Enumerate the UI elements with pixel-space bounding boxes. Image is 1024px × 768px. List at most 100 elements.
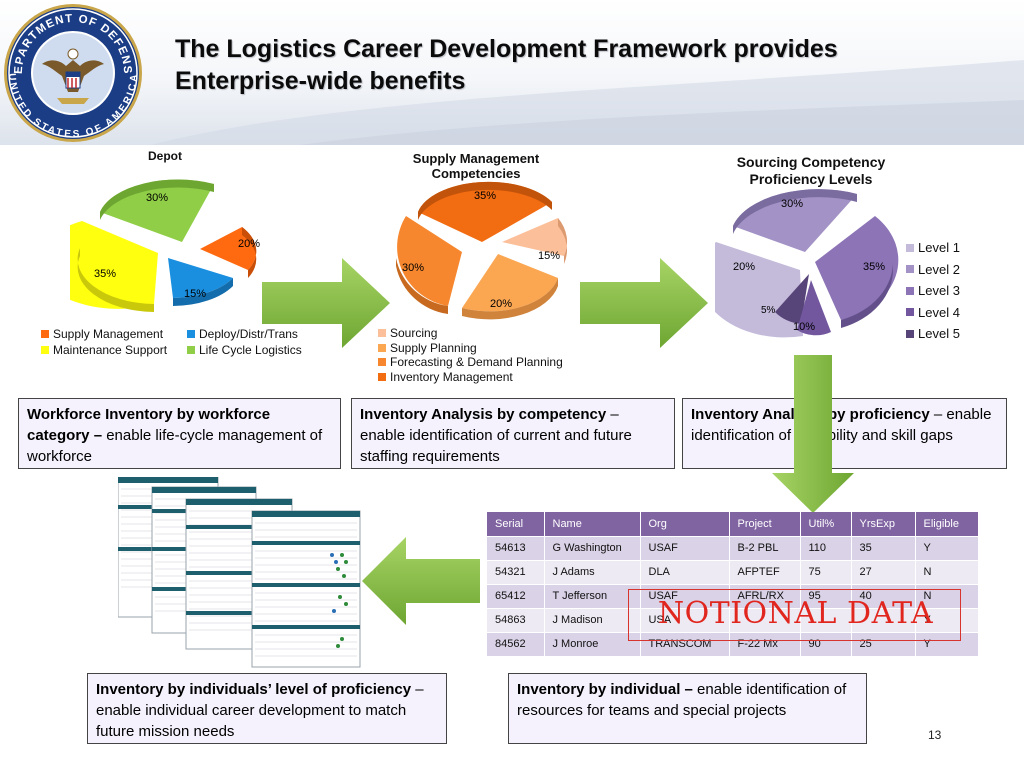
table-row: 65412 T Jefferson USAF AFRL/RX 95 40 N [487, 583, 979, 608]
supply-label-forecasting: 30% [402, 262, 424, 274]
down-arrow [772, 355, 854, 513]
competency-analysis-box: Inventory Analysis by competency – enabl… [351, 398, 675, 469]
supply-legend-item: Supply Planning [378, 341, 563, 356]
table-row: 54321 J Adams DLA AFPTEF 75 27 N [487, 559, 979, 584]
supply-label-sourcing: 15% [538, 250, 560, 262]
right-arrow-2 [580, 258, 708, 348]
sourcing-slice-level-3 [815, 216, 899, 328]
proficiency-report-thumbnails [118, 477, 361, 668]
sourcing-legend-item: Level 1 [906, 237, 960, 259]
sourcing-legend: Level 1 Level 2 Level 3 Level 4 Level 5 [906, 237, 960, 345]
page-number: 13 [928, 728, 942, 742]
supply-chart-title: Supply Management Competencies [412, 151, 540, 181]
individual-inventory-table: Serial Name Org Project Util% YrsExp Eli… [487, 512, 979, 656]
column-header: Org [640, 512, 730, 536]
table-cell: B-2 PBL [729, 535, 801, 560]
supply-pie-chart: 15% 20% 30% 35% [396, 181, 568, 320]
depot-legend-item: Maintenance Support [41, 342, 187, 358]
individual-box-bold: Inventory by individual – [517, 681, 693, 698]
depot-label-life-cycle: 30% [146, 192, 168, 204]
depot-slice-life-cycle-logistics [100, 179, 214, 242]
table-cell: 40 [851, 583, 916, 608]
sourcing-slice-level-4 [797, 280, 831, 336]
individuals-box-text: – enable individual career development t… [96, 681, 424, 740]
sourcing-slice-level-2 [733, 189, 857, 252]
table-cell: N [915, 583, 979, 608]
column-header: Util% [800, 512, 852, 536]
table-cell: Y [915, 607, 979, 632]
supply-legend: Sourcing Supply Planning Forecasting & D… [378, 326, 563, 384]
sourcing-legend-item: Level 3 [906, 280, 960, 302]
dod-seal-logo: DEPARTMENT OF DEFENSE UNITED STATES OF A… [2, 2, 142, 142]
table-cell: Y [915, 535, 979, 560]
sourcing-label-level-1: 20% [733, 261, 755, 273]
table-cell: 110 [800, 535, 852, 560]
table-cell: 75 [800, 559, 852, 584]
depot-label-maintenance: 35% [94, 268, 116, 280]
header-band [0, 0, 1024, 145]
supply-label-supply-planning: 20% [490, 298, 512, 310]
table-cell: F-22 Mx [729, 631, 801, 656]
table-cell: 35 [851, 535, 916, 560]
table-row: 54863 J Madison USA Y [487, 607, 979, 632]
table-cell: 27 [851, 559, 916, 584]
table-cell: J Monroe [544, 631, 641, 656]
table-cell: USA [640, 607, 730, 632]
slide-title: The Logistics Career Development Framewo… [175, 33, 995, 97]
sourcing-label-level-4: 10% [793, 321, 815, 333]
left-arrow [362, 537, 480, 625]
sourcing-legend-item: Level 4 [906, 302, 960, 324]
depot-legend-item: Supply Management [41, 326, 187, 342]
header-swoosh [150, 60, 1024, 145]
table-cell: T Jefferson [544, 583, 641, 608]
title-line-1: The Logistics Career Development Framewo… [175, 35, 838, 63]
sourcing-label-level-5: 5% [761, 305, 776, 316]
table-cell: 54863 [487, 607, 545, 632]
table-cell [800, 607, 852, 632]
table-cell: G Washington [544, 535, 641, 560]
individuals-box-bold: Inventory by individuals’ level of profi… [96, 681, 412, 698]
supply-legend-item: Forecasting & Demand Planning [378, 355, 563, 370]
supply-slice-sourcing [502, 218, 568, 264]
table-cell: J Madison [544, 607, 641, 632]
table-cell: TRANSCOM [640, 631, 730, 656]
table-header-row: Serial Name Org Project Util% YrsExp Eli… [487, 512, 979, 536]
individuals-proficiency-box: Inventory by individuals’ level of profi… [87, 673, 447, 744]
table-cell: 90 [800, 631, 852, 656]
table-cell: N [915, 559, 979, 584]
sourcing-pie-chart: 35% 10% 5% 20% 30% [715, 189, 899, 338]
workforce-inventory-box: Workforce Inventory by workforce categor… [18, 398, 341, 469]
table-cell [729, 607, 801, 632]
depot-legend-item: Life Cycle Logistics [187, 342, 337, 358]
column-header: YrsExp [851, 512, 916, 536]
depot-pie-chart: 20% 15% 35% 30% [70, 179, 260, 312]
table-cell: AFPTEF [729, 559, 801, 584]
depot-legend-item: Deploy/Distr/Trans [187, 326, 337, 342]
table-cell: USAF [640, 535, 730, 560]
title-line-2: Enterprise-wide benefits [175, 67, 466, 95]
column-header: Project [729, 512, 801, 536]
depot-label-supply-management: 20% [238, 238, 260, 250]
table-cell: Y [915, 631, 979, 656]
notional-data-label: NOTIONAL DATA [657, 596, 934, 631]
table-row: 84562 J Monroe TRANSCOM F-22 Mx 90 25 Y [487, 631, 979, 656]
column-header: Serial [487, 512, 545, 536]
supply-slice-forecasting [396, 216, 462, 314]
sourcing-label-level-2: 30% [781, 198, 803, 210]
depot-slice-deploy-distr-trans [168, 258, 233, 306]
supply-legend-item: Sourcing [378, 326, 563, 341]
table-cell: 54321 [487, 559, 545, 584]
supply-slice-supply-planning [462, 254, 558, 320]
notional-data-stamp: NOTIONAL DATA [628, 589, 961, 641]
competency-box-text: – enable identification of current and f… [360, 406, 632, 465]
table-cell: AFRL/RX [729, 583, 801, 608]
sourcing-chart-title: Sourcing Competency Proficiency Levels [736, 154, 886, 187]
table-cell: 25 [851, 631, 916, 656]
depot-slice-supply-management [200, 227, 257, 278]
column-header: Eligible [915, 512, 979, 536]
table-cell: 84562 [487, 631, 545, 656]
table-cell: 54613 [487, 535, 545, 560]
report-thumbnail-4 [251, 510, 361, 668]
table-cell: J Adams [544, 559, 641, 584]
depot-legend: Supply Management Deploy/Distr/Trans Mai… [41, 326, 337, 358]
